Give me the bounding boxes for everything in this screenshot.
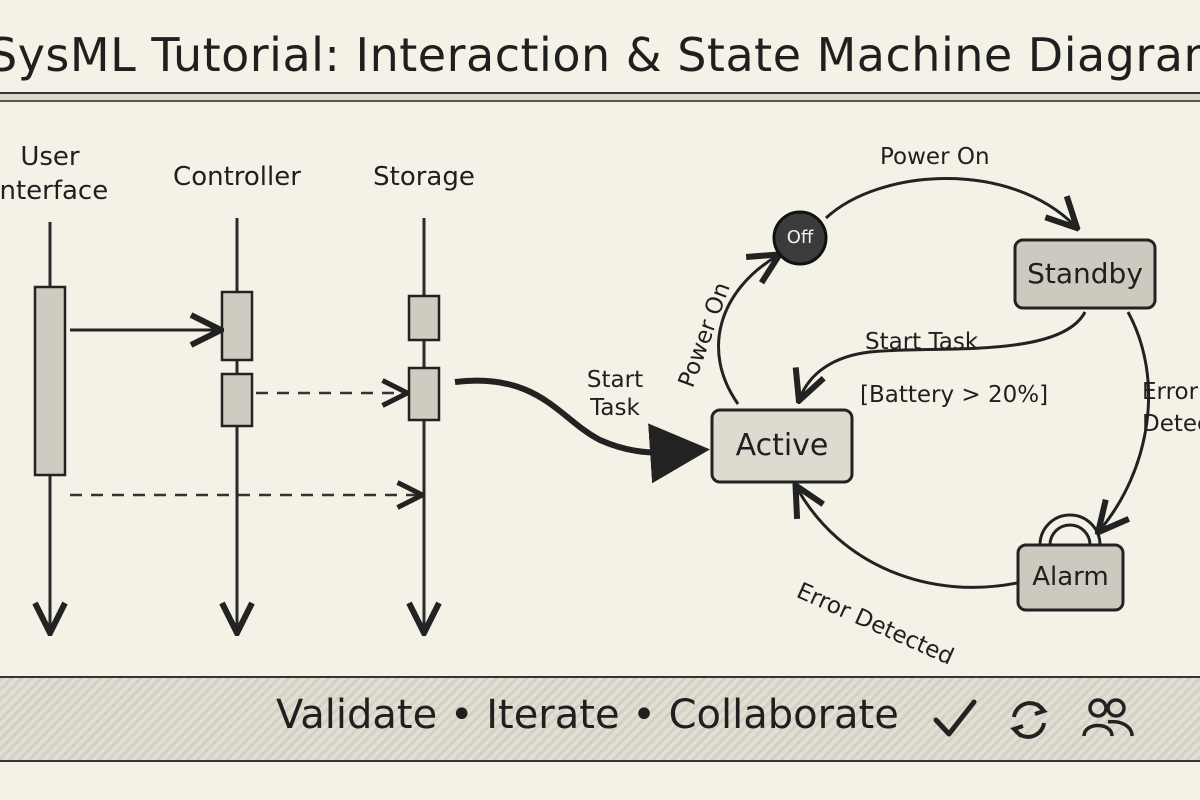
transition-standby-to-alarm [1100,311,1151,530]
state-alarm-node [1016,543,1125,612]
transition-guard-battery: [Battery > 20%] [860,382,1049,408]
transition-active-to-off [717,256,777,405]
state-off-label: Off [786,227,814,248]
lifeline-label-storage: Storage [373,162,475,192]
activation-bar-storage-1 [407,294,441,342]
footer-text: Validate • Iterate • Collaborate [276,692,899,738]
state-standby-node [1013,238,1157,310]
transition-off-to-standby [824,177,1075,227]
transition-standby-to-active [800,311,1087,398]
alarm-bell-arcs [1038,513,1102,546]
state-active-label: Active [735,428,829,463]
transition-label-standby-to-alarm: Error Detected [1142,379,1200,437]
state-standby-label: Standby [1027,257,1143,290]
transition-seq-to-active [454,377,710,484]
state-off-node [772,210,828,266]
activation-bar-storage-2 [407,366,441,422]
refresh-icon [1010,701,1048,739]
lifeline-label-controller: Controller [173,162,301,192]
lifeline-label-user-interface: User Interface [0,142,109,206]
state-alarm-label: Alarm [1032,562,1109,592]
transition-label-standby-to-active: Start Task [865,329,979,355]
page-title: SysML Tutorial: Interaction & State Mach… [0,28,1200,82]
users-icon [1082,698,1134,737]
transition-label-off-to-standby: Power On [880,144,990,170]
checkmark-icon [933,699,977,737]
activation-bar-controller-1 [220,290,254,362]
activation-bar-user-interface [33,285,67,477]
transition-alarm-to-active [797,488,1023,589]
state-active-node [710,408,854,484]
footer-banner: Validate • Iterate • Collaborate [0,676,1200,762]
transition-label-seq-to-active: Start Task [586,367,644,421]
title-divider [0,92,1200,102]
activation-bar-controller-2 [220,372,254,428]
